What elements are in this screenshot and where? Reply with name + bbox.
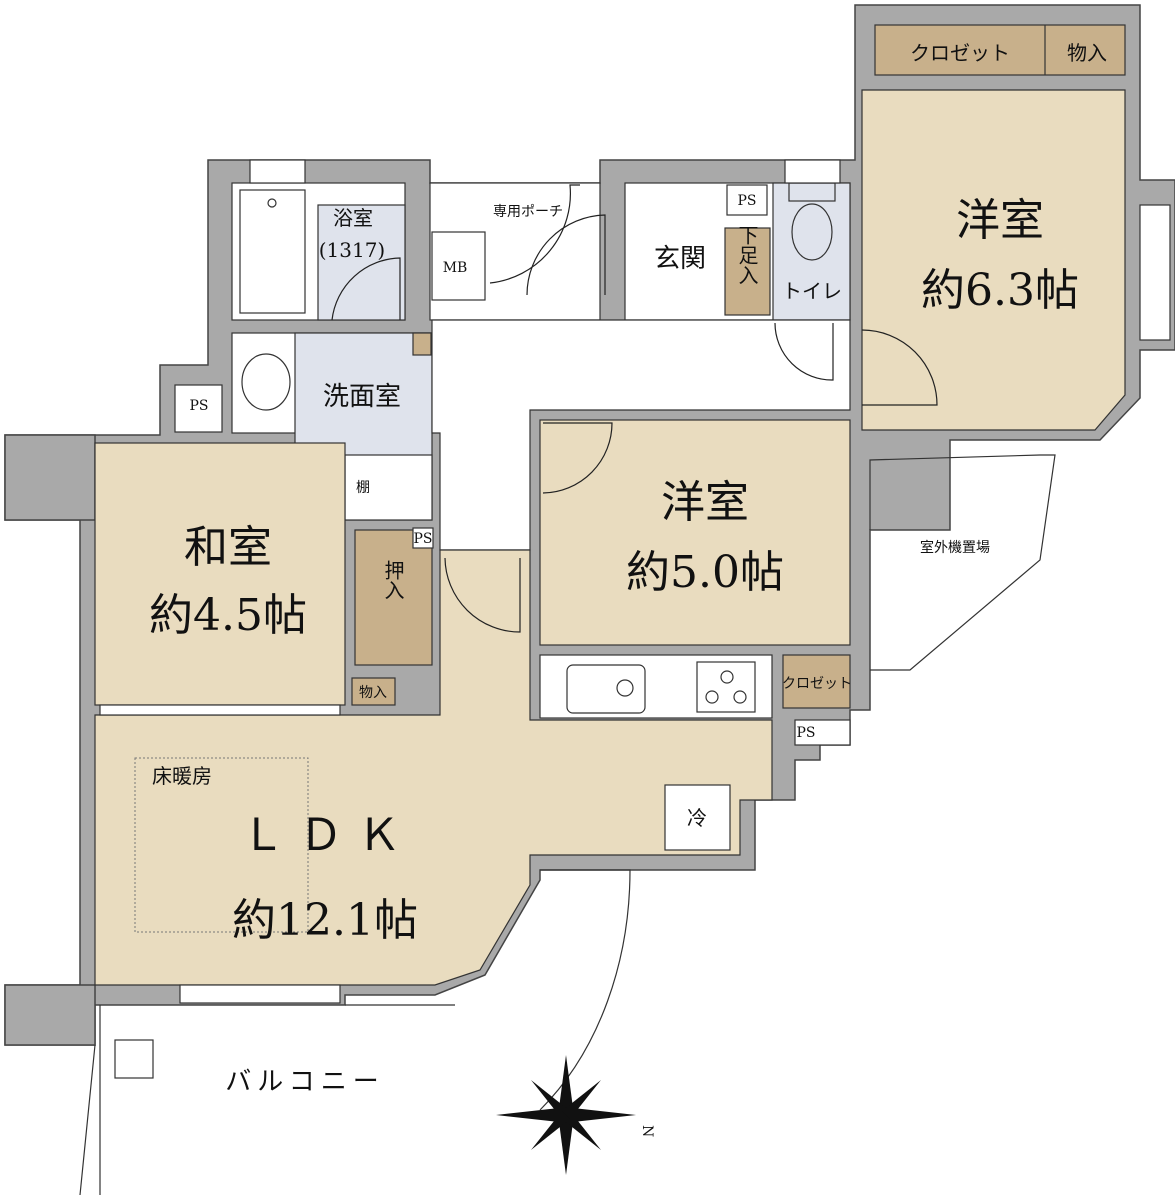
shoe-box-label: 下足入 xyxy=(735,225,759,285)
balcony-outline xyxy=(79,869,631,1196)
shoe-box xyxy=(724,227,771,316)
ps-label: PS xyxy=(796,725,815,741)
ps-label: PS xyxy=(737,193,756,209)
sink-icon xyxy=(241,353,291,411)
stove-icon xyxy=(696,661,756,713)
room1-door[interactable] xyxy=(861,329,938,406)
ldk-name: ＬＤＫ xyxy=(241,810,415,861)
compass-icon xyxy=(496,1055,636,1175)
balcony-drain xyxy=(114,1039,154,1079)
outdoor-unit-label: 室外機置場 xyxy=(920,539,990,556)
meter-box xyxy=(431,231,486,301)
porch-gate[interactable] xyxy=(489,184,580,284)
room2-name: 洋室 xyxy=(661,477,749,528)
ps-shaft xyxy=(726,184,768,216)
closet xyxy=(874,24,1126,76)
outdoor-unit-area xyxy=(869,454,1056,671)
closet-label: クロゼット xyxy=(910,41,1010,65)
ldk-size: 約12.1帖 xyxy=(232,895,418,946)
window xyxy=(1139,204,1171,341)
kitchen-sink-icon xyxy=(566,664,646,714)
fridge-space xyxy=(664,784,731,851)
japanese-room xyxy=(94,442,346,706)
bathroom-spec: (1317) xyxy=(319,238,386,262)
western-room-2 xyxy=(539,419,851,646)
washroom-name: 洗面室 xyxy=(323,382,401,412)
toilet-room xyxy=(772,182,851,321)
japanese-room-size: 約4.5帖 xyxy=(149,590,307,641)
toilet-door[interactable] xyxy=(774,322,834,381)
window xyxy=(249,159,306,184)
front-door[interactable] xyxy=(526,214,606,296)
north-label: N xyxy=(639,1125,655,1137)
floor-heating-area xyxy=(134,757,309,933)
washroom-storage xyxy=(412,332,432,356)
oshiire xyxy=(354,529,433,666)
ps-shaft xyxy=(412,527,434,549)
porch-name: 専用ポーチ xyxy=(493,204,563,220)
washing-machine-pan xyxy=(344,454,433,521)
room2-size: 約5.0帖 xyxy=(626,547,784,598)
pillar xyxy=(4,434,96,521)
storage-label: 物入 xyxy=(1067,41,1107,65)
shelf-label: 棚 xyxy=(356,480,370,496)
pillar xyxy=(4,984,96,1046)
ps-shaft xyxy=(174,384,223,433)
sliding-door xyxy=(99,704,341,716)
balcony-name: バルコニー xyxy=(225,1067,384,1097)
room2-door[interactable] xyxy=(542,422,613,494)
toilet-icon xyxy=(791,203,833,261)
drain-icon xyxy=(267,198,277,208)
ps-label: PS xyxy=(413,531,432,547)
entrance-name: 玄関 xyxy=(654,244,706,274)
western-room-1 xyxy=(861,89,1126,431)
room1-size: 約6.3帖 xyxy=(921,265,1079,316)
japanese-room-name: 和室 xyxy=(184,522,272,573)
oshiire-label: 押入 xyxy=(381,560,405,600)
small-storage xyxy=(351,677,396,706)
window xyxy=(179,984,341,1004)
ps-shaft xyxy=(794,719,851,746)
small-storage-label: 物入 xyxy=(359,685,387,701)
fridge-label: 冷 xyxy=(687,806,707,830)
bathtub xyxy=(239,189,306,314)
bathroom-door[interactable] xyxy=(331,257,401,321)
kitchen-closet xyxy=(782,654,851,709)
bathroom xyxy=(317,204,406,321)
window xyxy=(784,159,841,184)
bathroom-name: 浴室 xyxy=(333,206,373,230)
ldk xyxy=(94,549,773,986)
ldk-door[interactable] xyxy=(444,557,521,633)
mb-label: MB xyxy=(443,260,468,276)
room1-name: 洋室 xyxy=(956,195,1044,246)
floor-heating-label: 床暖房 xyxy=(152,764,212,788)
kitchen-closet-label: クロゼット xyxy=(782,676,852,692)
ps-label: PS xyxy=(189,398,208,414)
toilet-name: トイレ xyxy=(782,279,842,303)
